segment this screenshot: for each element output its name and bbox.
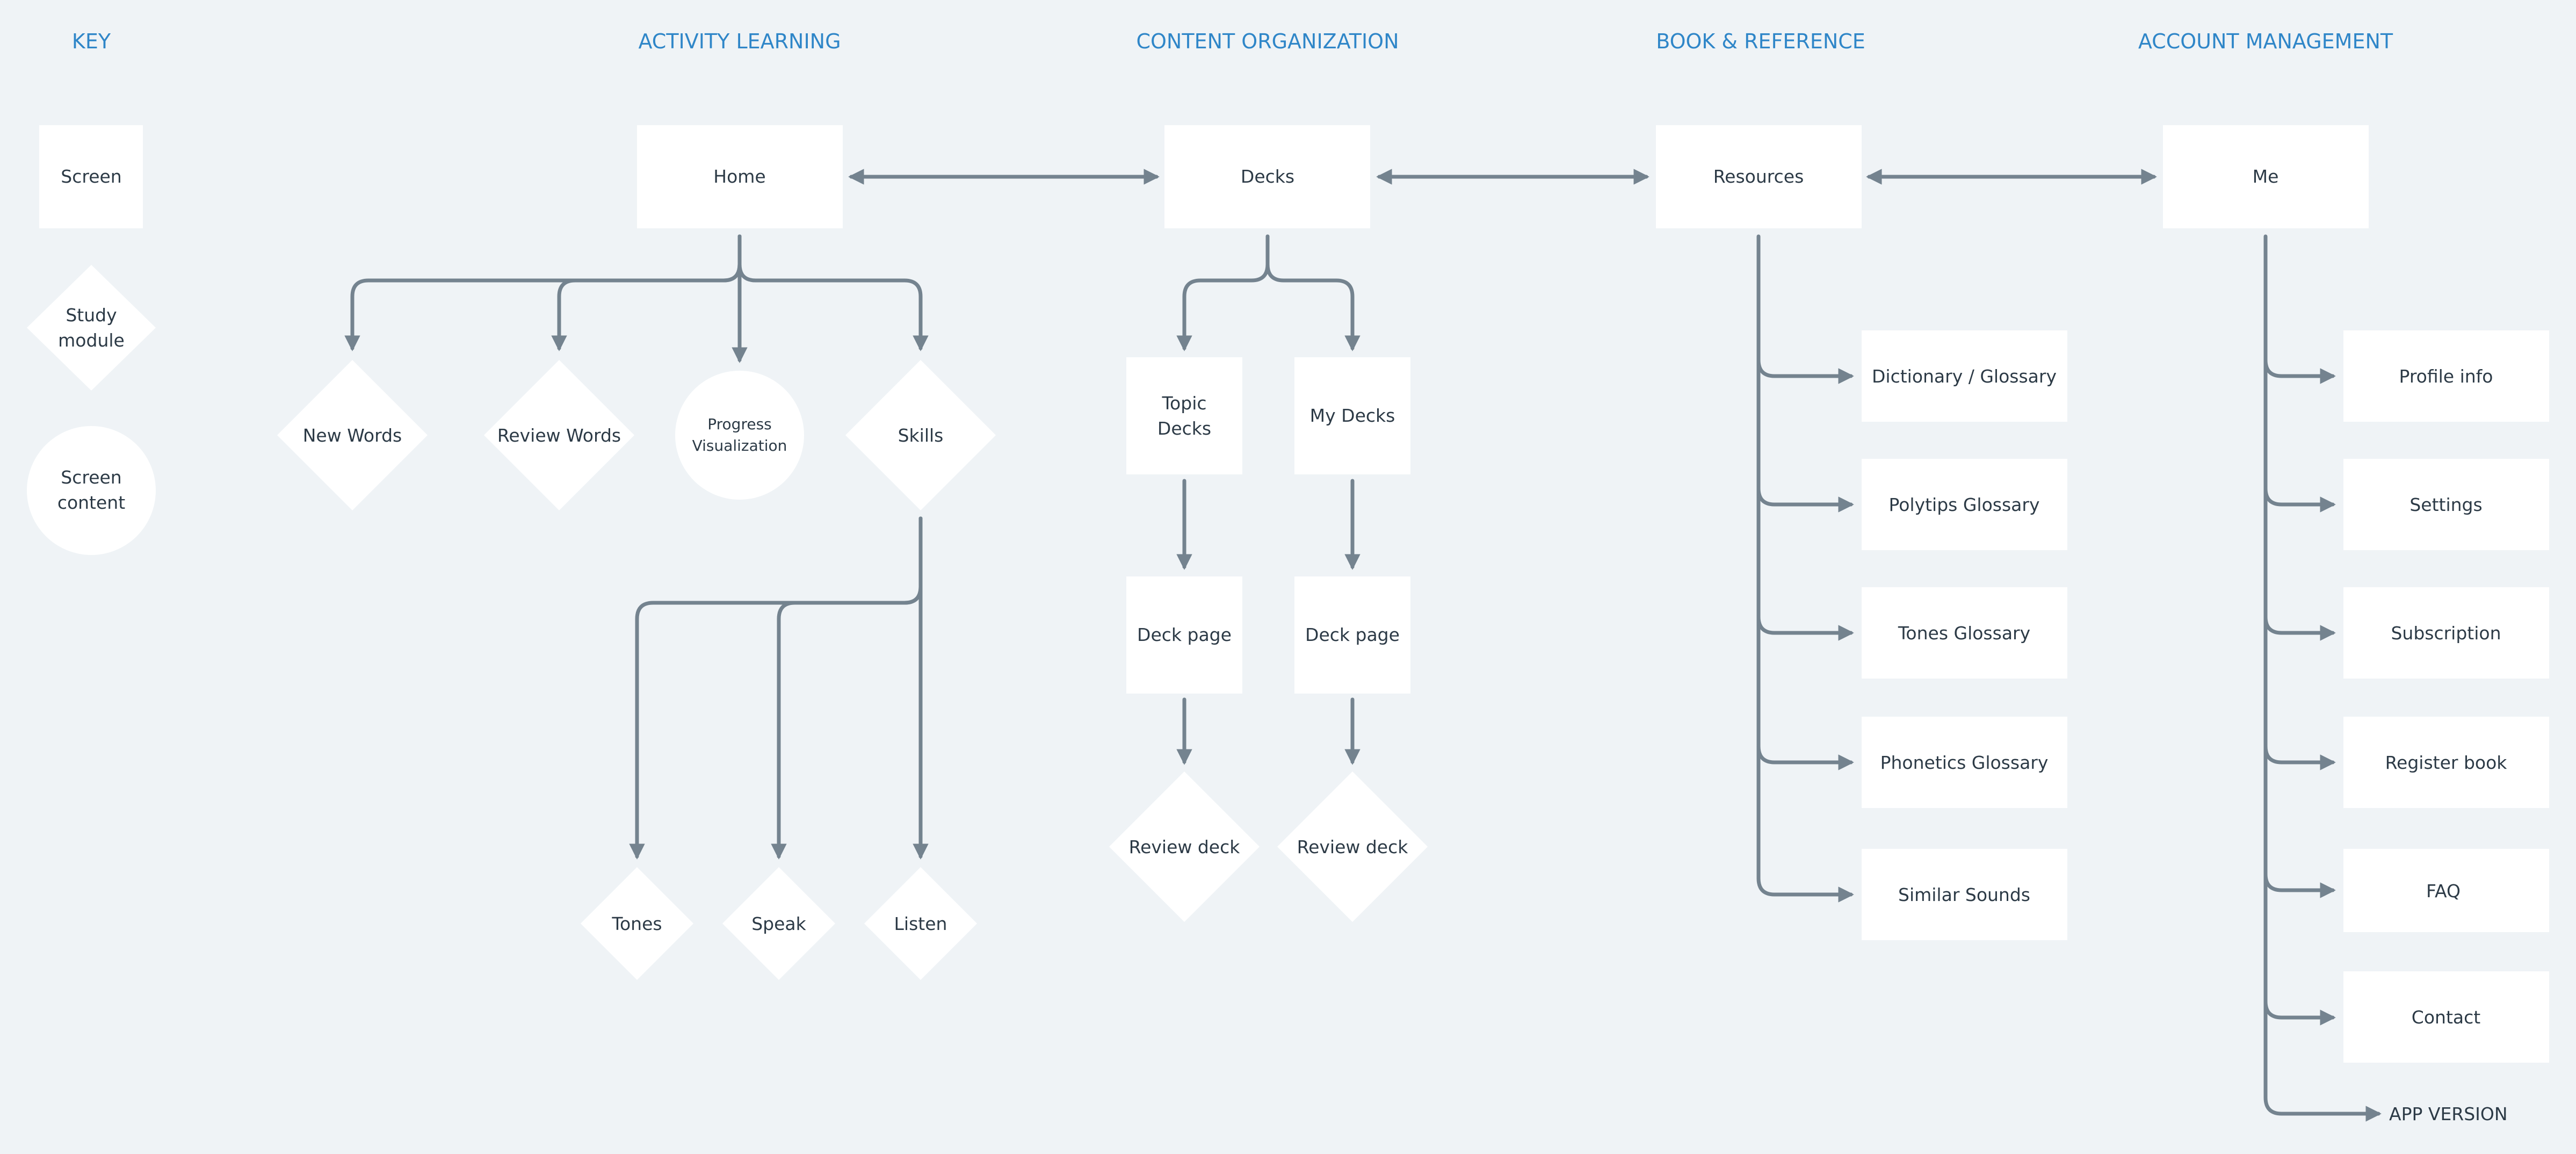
key-screen-content-line1: Screen <box>61 467 121 488</box>
node-my-decks[interactable]: My Decks <box>1294 357 1410 474</box>
node-me-label: Me <box>2253 166 2279 187</box>
key-screen-content-line2: content <box>57 492 125 513</box>
node-home-label: Home <box>713 166 765 187</box>
node-register-book[interactable]: Register book <box>2343 717 2549 808</box>
key-study-module: Study module <box>27 265 156 391</box>
edge-home-skills <box>737 234 929 351</box>
node-decks-label: Decks <box>1241 166 1294 187</box>
key-screen-content: Screen content <box>27 426 156 555</box>
edge-me-subscription <box>2263 615 2336 641</box>
node-listen[interactable]: Listen <box>864 867 977 980</box>
node-deck-page-topic-label: Deck page <box>1137 624 1232 645</box>
node-profile-info[interactable]: Profile info <box>2343 330 2549 422</box>
node-phonetics-label: Phonetics Glossary <box>1880 752 2049 773</box>
node-me[interactable]: Me <box>2163 125 2369 228</box>
node-tones-label: Tones <box>611 913 662 934</box>
node-review-deck-my-label: Review deck <box>1297 836 1409 857</box>
edge-resources-phonetics <box>1756 744 1854 770</box>
node-topic-decks-line1: Topic <box>1162 393 1207 414</box>
node-my-decks-label: My Decks <box>1310 405 1395 426</box>
node-speak[interactable]: Speak <box>722 867 835 980</box>
node-similar-sounds-label: Similar Sounds <box>1898 884 2030 905</box>
edge-me-profile <box>2263 358 2336 384</box>
node-skills[interactable]: Skills <box>845 360 996 510</box>
node-resources-label: Resources <box>1713 166 1804 187</box>
edge-me-faq <box>2263 872 2336 898</box>
node-faq[interactable]: FAQ <box>2343 849 2549 932</box>
edge-me-contact <box>2263 999 2336 1026</box>
node-profile-label: Profile info <box>2399 366 2493 387</box>
edge-me-spine <box>2263 234 2382 1122</box>
header-content-organization: CONTENT ORGANIZATION <box>1136 30 1399 53</box>
header-account-management: ACCOUNT MANAGEMENT <box>2138 30 2393 53</box>
node-speak-label: Speak <box>751 913 806 934</box>
node-deck-page-my[interactable]: Deck page <box>1294 576 1410 694</box>
node-listen-label: Listen <box>894 913 947 934</box>
node-polytips-label: Polytips Glossary <box>1889 494 2040 515</box>
node-tones-glossary-label: Tones Glossary <box>1898 623 2030 644</box>
node-deck-page-my-label: Deck page <box>1305 624 1400 645</box>
edge-me-settings <box>2263 486 2336 513</box>
node-new-words-label: New Words <box>303 425 402 446</box>
node-review-deck-my[interactable]: Review deck <box>1277 771 1428 922</box>
key-screen-label: Screen <box>61 166 121 187</box>
node-settings[interactable]: Settings <box>2343 459 2549 550</box>
node-topic-decks[interactable]: Topic Decks <box>1126 357 1242 474</box>
node-similar-sounds[interactable]: Similar Sounds <box>1862 849 2067 940</box>
node-faq-label: FAQ <box>2426 881 2461 901</box>
key-study-module-line1: Study <box>66 305 117 326</box>
node-review-deck-topic[interactable]: Review deck <box>1109 771 1260 922</box>
node-skills-label: Skills <box>898 425 944 446</box>
node-phonetics-glossary[interactable]: Phonetics Glossary <box>1862 717 2067 808</box>
node-tones-glossary[interactable]: Tones Glossary <box>1862 587 2067 679</box>
node-progress-visualization[interactable]: Progress Visualization <box>675 371 804 500</box>
node-subscription-label: Subscription <box>2391 623 2501 644</box>
header-book-reference: BOOK & REFERENCE <box>1656 30 1865 53</box>
node-contact[interactable]: Contact <box>2343 971 2549 1063</box>
edge-resources-dictionary <box>1756 358 1854 384</box>
edge-resources-tones <box>1756 615 1854 641</box>
edges <box>344 169 2382 1122</box>
node-new-words[interactable]: New Words <box>277 360 428 510</box>
key-study-module-line2: module <box>58 330 125 351</box>
node-contact-label: Contact <box>2412 1007 2480 1028</box>
node-settings-label: Settings <box>2409 494 2482 515</box>
edge-skills-speak <box>771 516 923 860</box>
edge-resources-polytips <box>1756 486 1854 513</box>
node-resources[interactable]: Resources <box>1656 125 1862 228</box>
node-topic-decks-line2: Decks <box>1157 418 1211 439</box>
edge-resources-spine <box>1756 234 1854 903</box>
edge-home-review-words <box>551 234 742 351</box>
node-review-words-label: Review Words <box>497 425 621 446</box>
node-dictionary-glossary[interactable]: Dictionary / Glossary <box>1862 330 2067 422</box>
key-screen: Screen <box>39 125 143 228</box>
edge-decks-topic <box>1176 234 1270 351</box>
node-review-deck-topic-label: Review deck <box>1129 836 1241 857</box>
node-tones[interactable]: Tones <box>581 867 693 980</box>
node-review-words[interactable]: Review Words <box>484 360 634 510</box>
node-register-label: Register book <box>2385 752 2508 773</box>
node-subscription[interactable]: Subscription <box>2343 587 2549 679</box>
header-activity-learning: ACTIVITY LEARNING <box>638 30 841 53</box>
node-polytips-glossary[interactable]: Polytips Glossary <box>1862 459 2067 550</box>
node-decks[interactable]: Decks <box>1164 125 1370 228</box>
edge-home-new-words <box>344 234 742 351</box>
header-key: KEY <box>72 30 111 53</box>
node-dictionary-label: Dictionary / Glossary <box>1872 366 2057 387</box>
node-progress-line2: Visualization <box>692 437 787 455</box>
node-home[interactable]: Home <box>637 125 843 228</box>
edge-me-register <box>2263 744 2336 770</box>
node-deck-page-topic[interactable]: Deck page <box>1126 576 1242 694</box>
edge-decks-my <box>1265 234 1361 351</box>
node-progress-line1: Progress <box>707 415 772 433</box>
node-app-version: APP VERSION <box>2389 1103 2508 1124</box>
